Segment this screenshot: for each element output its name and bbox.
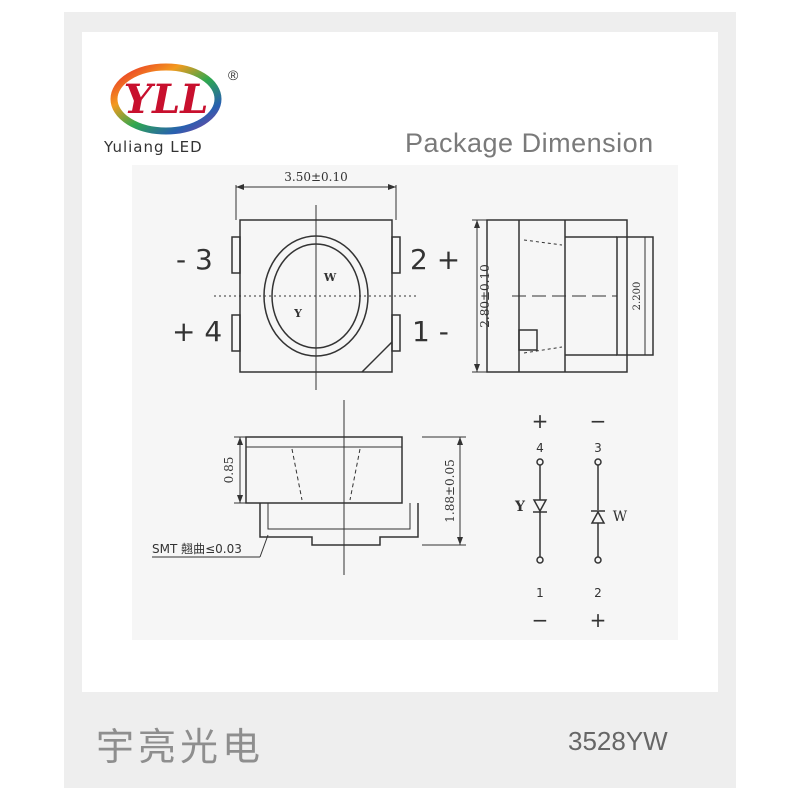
side-view-tab [518, 329, 538, 351]
front-left-dimension: 0.85 [222, 457, 236, 484]
polarity-chamfer [361, 341, 393, 373]
pad-4 [231, 314, 241, 352]
chip-label-y: Y [293, 307, 302, 320]
schematic-pin-1: 1 [536, 586, 544, 600]
schematic-sign-bottom-left: − [532, 608, 549, 632]
pad-3 [231, 236, 241, 274]
schematic-pin-4: 4 [536, 441, 544, 455]
chinese-brand-name: 宇亮光电 [96, 725, 265, 769]
pin-label-2: 2 + [410, 243, 460, 276]
front-view-body [245, 436, 403, 504]
pin-label-3: - 3 [176, 243, 213, 276]
schematic-sign-top-left: + [532, 409, 549, 433]
schematic-diode-w-label: W [613, 509, 628, 525]
yll-logo: YLL ® [110, 63, 239, 135]
brand-name: Yuliang LED [104, 138, 203, 156]
pin-label-1: 1 - [412, 315, 449, 348]
diode-y-symbol [532, 499, 548, 513]
drawing-area: 3.50±0.10 - 3 2 + + 4 1 - W Y 2.80±0.10 … [132, 165, 678, 640]
registered-mark: ® [228, 67, 239, 83]
pad-2 [391, 236, 401, 274]
page-title: Package Dimension [405, 128, 654, 158]
diode-w-symbol [590, 510, 606, 524]
pin-label-4: + 4 [172, 315, 222, 348]
schematic-sign-bottom-right: + [590, 608, 607, 632]
side-height-dimension: 2.80±0.10 [478, 264, 492, 328]
chip-label-w: W [323, 271, 337, 284]
schematic-pin-3: 3 [594, 441, 602, 455]
side-view-body [486, 219, 628, 373]
schematic-sign-top-right: − [590, 409, 607, 433]
side-inner-dimension: 2.200 [632, 282, 643, 311]
schematic-pin-2: 2 [594, 586, 602, 600]
width-dimension: 3.50±0.10 [284, 170, 348, 184]
logo-text: YLL [124, 76, 209, 123]
front-right-dimension: 1.88±0.05 [443, 459, 457, 523]
model-number: 3528YW [568, 726, 668, 756]
schematic-diode-y-label: Y [514, 499, 526, 515]
smt-note: SMT 翹曲≤0.03 [152, 542, 242, 556]
front-view-leads [259, 503, 419, 546]
pad-1 [391, 314, 401, 352]
dimension-drawing: 3.50±0.10 - 3 2 + + 4 1 - W Y 2.80±0.10 … [152, 170, 654, 632]
